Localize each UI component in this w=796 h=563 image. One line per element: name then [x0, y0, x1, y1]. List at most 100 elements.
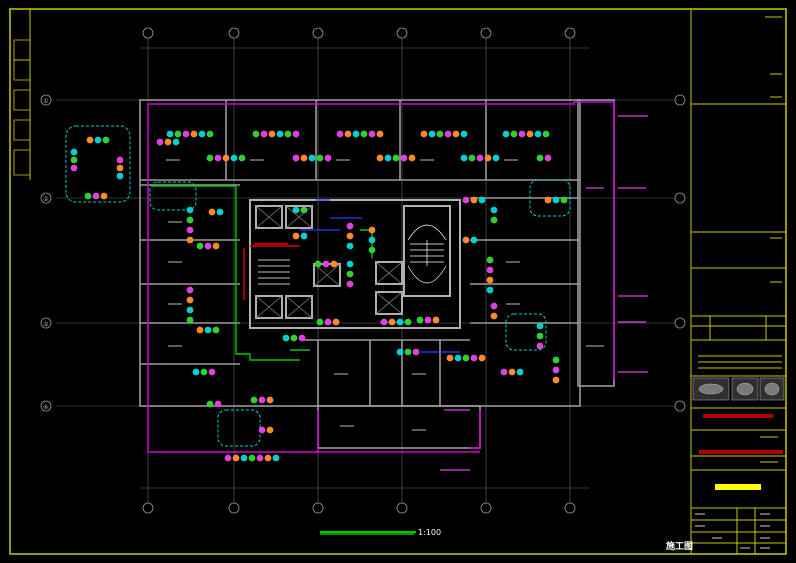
device-marker-icon	[460, 130, 468, 138]
device-marker-icon	[470, 196, 478, 204]
device-marker-icon	[408, 154, 416, 162]
title-labels	[695, 513, 770, 549]
device-marker-icon	[116, 172, 124, 180]
title-block	[690, 9, 786, 554]
device-marker-icon	[324, 318, 332, 326]
device-marker-icon	[282, 334, 290, 342]
device-marker-icon	[552, 366, 560, 374]
device-marker-icon	[400, 154, 408, 162]
device-marker-icon	[186, 216, 194, 224]
device-marker-icon	[292, 130, 300, 138]
device-marker-icon	[186, 296, 194, 304]
device-marker-icon	[552, 356, 560, 364]
device-marker-icon	[290, 334, 298, 342]
device-marker-icon	[240, 454, 248, 462]
device-marker-icon	[208, 208, 216, 216]
device-marker-icon	[266, 426, 274, 434]
device-marker-icon	[470, 236, 478, 244]
device-marker-icon	[454, 354, 462, 362]
device-marker-icon	[206, 154, 214, 162]
device-marker-icon	[486, 276, 494, 284]
device-marker-icon	[500, 368, 508, 376]
device-marker-icon	[322, 260, 330, 268]
device-marker-icon	[196, 326, 204, 334]
device-marker-icon	[204, 326, 212, 334]
device-marker-icon	[510, 130, 518, 138]
device-marker-icon	[292, 206, 300, 214]
device-marker-icon	[486, 266, 494, 274]
device-marker-icon	[222, 154, 230, 162]
title-small-images	[692, 377, 785, 401]
device-marker-icon	[380, 318, 388, 326]
device-marker-icon	[214, 400, 222, 408]
device-marker-icon	[284, 130, 292, 138]
device-marker-icon	[526, 130, 534, 138]
device-marker-icon	[508, 368, 516, 376]
device-marker-icon	[432, 316, 440, 324]
core-walls	[249, 199, 461, 329]
device-marker-icon	[86, 136, 94, 144]
device-marker-icon	[516, 368, 524, 376]
device-marker-icon	[198, 130, 206, 138]
device-marker-icon	[346, 222, 354, 230]
device-marker-icon	[230, 154, 238, 162]
device-marker-icon	[238, 154, 246, 162]
device-marker-icon	[212, 326, 220, 334]
elevator-icon	[255, 205, 403, 319]
device-marker-icon	[452, 130, 460, 138]
device-marker-icon	[536, 342, 544, 350]
device-marker-icon	[536, 322, 544, 330]
device-marker-icon	[70, 156, 78, 164]
device-marker-icon	[346, 260, 354, 268]
device-marker-icon	[204, 242, 212, 250]
device-marker-icon	[186, 206, 194, 214]
device-marker-icon	[186, 316, 194, 324]
device-marker-icon	[174, 130, 182, 138]
device-marker-icon	[166, 130, 174, 138]
device-marker-icon	[376, 154, 384, 162]
device-marker-icon	[316, 318, 324, 326]
device-marker-icon	[70, 164, 78, 172]
grid-label-d: ④	[43, 404, 48, 411]
device-marker-icon	[478, 354, 486, 362]
device-marker-icon	[186, 226, 194, 234]
device-marker-icon	[412, 348, 420, 356]
device-marker-icon	[490, 312, 498, 320]
device-marker-icon	[346, 270, 354, 278]
device-marker-icon	[404, 318, 412, 326]
device-marker-icon	[248, 454, 256, 462]
device-marker-icon	[332, 318, 340, 326]
device-marker-icon	[84, 192, 92, 200]
device-marker-icon	[70, 148, 78, 156]
device-marker-icon	[536, 154, 544, 162]
pipe-blue	[300, 199, 460, 353]
device-marker-icon	[224, 454, 232, 462]
device-marker-icon	[272, 454, 280, 462]
device-marker-icon	[258, 426, 266, 434]
device-marker-icon	[186, 286, 194, 294]
device-marker-icon	[344, 130, 352, 138]
device-marker-icon	[190, 130, 198, 138]
device-marker-icon	[346, 232, 354, 240]
device-marker-icon	[446, 354, 454, 362]
device-marker-icon	[560, 196, 568, 204]
device-marker-icon	[368, 236, 376, 244]
device-marker-icon	[468, 154, 476, 162]
pipe-red	[243, 243, 300, 300]
device-marker-icon	[502, 130, 510, 138]
device-marker-icon	[424, 316, 432, 324]
device-marker-icon	[300, 232, 308, 240]
device-marker-icon	[206, 130, 214, 138]
stair-icon	[258, 224, 447, 285]
device-marker-icon	[186, 306, 194, 314]
device-marker-icon	[252, 130, 260, 138]
device-marker-icon	[396, 348, 404, 356]
device-marker-icon	[200, 368, 208, 376]
left-strip-cells	[13, 39, 31, 176]
device-marker-icon	[484, 154, 492, 162]
device-marker-icon	[276, 130, 284, 138]
device-marker-icon	[444, 130, 452, 138]
device-marker-icon	[264, 454, 272, 462]
device-marker-icon	[172, 138, 180, 146]
device-marker-icon	[116, 164, 124, 172]
